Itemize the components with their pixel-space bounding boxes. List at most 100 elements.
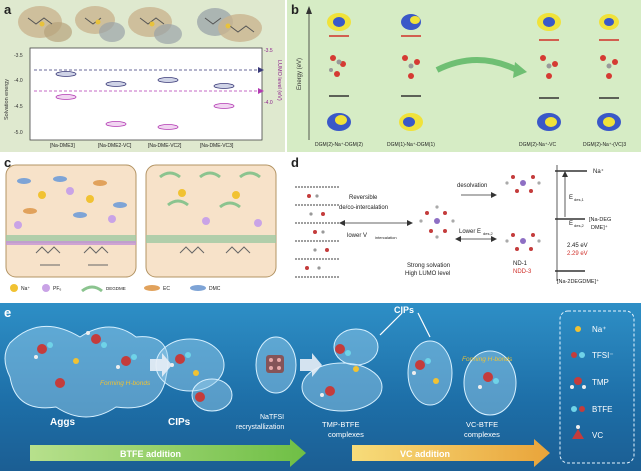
panel-b-y-label: Energy (eV): [297, 58, 303, 90]
left-tick-3: -4.5: [14, 104, 23, 110]
panel-b: Energy (eV): [287, 0, 641, 152]
na-plus-label: Na⁺: [593, 168, 604, 175]
panel-a-level-markers: [55, 71, 235, 130]
panel-a-right-ticks: -3.5 -4.0: [264, 48, 273, 106]
tfsi-icon: [571, 352, 585, 358]
molecule-clusters: [34, 331, 499, 402]
hbonds-label-2: Forming H-bonds: [462, 356, 513, 363]
complexes-label-2: complexes: [464, 430, 500, 439]
panel-a-plot-frame: [29, 47, 263, 141]
panel-b-figure: Energy (eV): [297, 6, 626, 148]
right-tick-2: -4.0: [264, 100, 273, 106]
category-2: [Na-DME2-VC]: [98, 143, 132, 149]
vc-icon: [572, 425, 584, 439]
panel-b-x-labels: DGM(2)-Na⁺-DGM(2) DGM(1)-Na⁺-DGM(1) DGM(…: [315, 142, 626, 148]
panel-a: -3.5 -4.0 -4.5 -5.0 Solvation energy -3.…: [0, 0, 285, 152]
lower-e-subscript: des,2: [483, 231, 494, 236]
left-tick-2: -4.0: [14, 78, 23, 84]
desolvation-label: desolvation: [457, 183, 487, 189]
natfsi-label: NaTFSI: [260, 414, 284, 421]
panel-e-figure: Aggs Forming H-bonds CIPs NaTFSI recryst…: [4, 305, 635, 467]
panel-c-label: c: [4, 155, 12, 170]
na-legend-icon: [10, 284, 18, 292]
panel-a-categories: [Na-DME3] [Na-DME2-VC] [Na-DME-VC2] [Na-…: [50, 143, 234, 149]
vc-btfe-bubble: [463, 350, 517, 416]
aggs-bubble: [4, 325, 169, 418]
panel-d: Reversible de/co-intercalation lower V i…: [287, 155, 641, 300]
edes2-label: E: [569, 221, 573, 227]
vc-addition-label: VC addition: [400, 449, 450, 459]
energy-value-2: 2.29 eV: [567, 251, 588, 257]
legend-tfsi: TFSI⁻: [592, 351, 614, 360]
complexes-label-1: complexes: [328, 430, 364, 439]
vc-addition-arrow: [352, 439, 550, 467]
legend-tmp: TMP: [592, 378, 609, 387]
reversible-label: Reversible: [349, 195, 378, 201]
dmc-legend-icon: [190, 285, 206, 291]
nd1-label: ND-1: [513, 261, 528, 267]
panel-e: Aggs Forming H-bonds CIPs NaTFSI recryst…: [0, 303, 641, 471]
strong-solvation-label: Strong solvation: [407, 263, 450, 269]
graphite-layers: [295, 186, 339, 278]
panel-d-figure: Reversible de/co-intercalation lower V i…: [295, 165, 611, 285]
lower-v-label: lower V: [347, 233, 367, 239]
legend-degdme: DEGDME: [106, 286, 126, 291]
tmp-btfe-label: TMP-BTFE: [322, 420, 360, 429]
high-lumo-label: High LUMO level: [405, 271, 450, 277]
btfe-icon: [571, 406, 585, 412]
edes1-subscript: des,1: [574, 197, 585, 202]
legend-btfe: BTFE: [592, 405, 612, 414]
legend-vc: VC: [592, 431, 603, 440]
na-icon: [575, 326, 581, 332]
middle-solvated-molecule: [419, 205, 455, 239]
panel-e-label: e: [4, 305, 12, 320]
solvation-bubbles: [4, 325, 517, 418]
ec-legend-icon: [144, 285, 160, 291]
vc-btfe-label: VC-BTFE: [466, 420, 498, 429]
de-co-intercalation-label: de/co-intercalation: [339, 205, 388, 211]
panel-b-orbitals: [327, 13, 621, 131]
right-tick-1: -3.5: [264, 48, 273, 54]
panel-b-xlabel-1: DGM(2)-Na⁺-DGM(2): [315, 142, 363, 148]
panel-a-y-left-label: Solvation energy: [4, 79, 10, 120]
cips-label-1: CIPs: [168, 417, 191, 428]
recrystallization-label: recrystallization: [236, 424, 284, 431]
panel-c-left-molecules: [14, 176, 127, 266]
panel-b-xlabel-2: DGM(1)-Na⁺-DGM(1): [387, 142, 435, 148]
panel-c-figure: Na⁺ PF₆ DEGDME EC DMC: [5, 164, 277, 293]
panel-b-xlabel-3: DGM(2)-Na⁺-VC: [519, 142, 556, 148]
process-arrow-2: [300, 353, 322, 377]
pf6-legend-icon: [42, 284, 50, 292]
edes2-subscript: des,2: [574, 223, 585, 228]
category-3: [Na-DME-VC2]: [148, 143, 182, 149]
process-arrow-1: [150, 353, 172, 377]
legend-na-e: Na⁺: [592, 325, 606, 334]
complex-top-label: [Na-DEG: [589, 217, 611, 223]
panel-b-xlabel-4: DGM(2)-Na⁺-(VC)3: [583, 142, 626, 148]
cips-label-2: CIPs: [394, 305, 414, 315]
lower-e-label: Lower E: [459, 229, 481, 235]
ndd3-label: NDD-3: [513, 269, 532, 275]
panel-b-label: b: [291, 2, 299, 17]
complex-bottom-label: [Na-2DEGDME]⁺: [557, 278, 599, 285]
energy-value-1: 2.45 eV: [567, 243, 588, 249]
left-tick-1: -3.5: [14, 53, 23, 59]
panel-a-left-ticks: -3.5 -4.0 -4.5 -5.0: [14, 53, 23, 136]
btfe-addition-arrow: [30, 439, 306, 467]
edes1-label: E: [569, 195, 573, 201]
left-tick-4: -5.0: [14, 130, 23, 136]
legend-dmc: DMC: [209, 286, 221, 292]
right-complex-molecules: [505, 175, 541, 251]
tmp-icon: [570, 377, 586, 389]
btfe-addition-label: BTFE addition: [120, 449, 181, 459]
complex-top-label-2: DME]⁺: [591, 224, 608, 231]
panel-c-right-molecules: [159, 171, 262, 254]
panel-c: Na⁺ PF₆ DEGDME EC DMC c: [0, 155, 285, 300]
panel-a-figure: -3.5 -4.0 -4.5 -5.0 Solvation energy -3.…: [4, 6, 282, 149]
panel-a-label: a: [4, 2, 12, 17]
category-4: [Na-DME-VC3]: [200, 143, 234, 149]
intercalation-subscript: intercalation: [375, 235, 397, 240]
category-1: [Na-DME3]: [50, 143, 75, 149]
panel-e-legend-box: [559, 310, 635, 464]
legend-na: Na⁺: [21, 286, 30, 292]
